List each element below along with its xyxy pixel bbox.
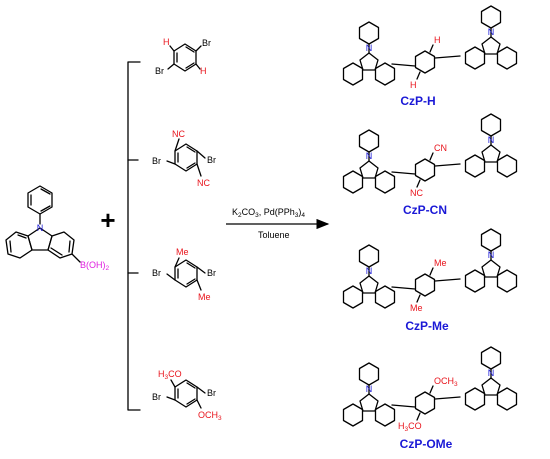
product-sub-top: H (434, 35, 441, 45)
boronic-acid-subscript: 2 (106, 265, 110, 272)
dibromide-cn-sub1: NC (172, 129, 185, 139)
conditions-solvent: Toluene (258, 230, 290, 240)
dibromide-ome-sub1-tail: CO (168, 369, 182, 379)
dibromide-h-br2: Br (155, 66, 164, 76)
reactant-carbazole-boronic-acid: N B(OH)2 (5, 185, 110, 272)
product-name-czp-ome: CzP-OMe (400, 437, 453, 451)
product-czp-h: N N H H (342, 5, 518, 90)
product-sub-bottom: Me (410, 303, 423, 313)
reactant-nitrogen-label: N (37, 223, 44, 233)
dibromide-ome-sub2-sub: 3 (218, 415, 222, 422)
product-czp-cn: N N CN NC (342, 113, 518, 198)
dibromide-h: H Br Br H (155, 37, 211, 76)
product-nitrogen-right: N (488, 27, 495, 37)
conditions-line1: K2CO3, Pd(PPh3)4 (232, 207, 305, 219)
svg-text:H3CO: H3CO (158, 369, 182, 381)
product-name-czp-cn: CzP-CN (403, 203, 447, 217)
product-sub-top: OCH3 (434, 376, 458, 388)
dibromide-me: Me Br Br Me (152, 247, 216, 302)
dibromide-ome-sub1-main: H (158, 369, 165, 379)
dibromide-h-sub2: H (200, 66, 207, 76)
dibromide-ome-sub2-main: OCH (198, 410, 218, 420)
dibromide-ome-br2: Br (207, 388, 216, 398)
plus-sign: + (100, 205, 115, 235)
svg-text:B(OH)2: B(OH)2 (80, 260, 110, 272)
product-nitrogen-left: N (366, 43, 373, 53)
dibromide-cn-sub2: NC (197, 178, 210, 188)
dibromide-ome: H3CO Br Br OCH3 (152, 369, 222, 422)
product-name-czp-me: CzP-Me (405, 319, 449, 333)
product-name-czp-h: CzP-H (400, 94, 435, 108)
reagent-bracket (127, 61, 141, 411)
product-sub-top: Me (434, 258, 447, 268)
svg-text:OCH3: OCH3 (198, 410, 222, 422)
product-sub-top: CN (434, 143, 447, 153)
dibromide-ome-sub1-sub: 3 (165, 374, 169, 381)
dibromide-me-br2: Br (207, 268, 216, 278)
dibromide-cn-br1: Br (152, 156, 161, 166)
dibromide-cn: NC Br Br NC (152, 129, 216, 188)
product-nitrogen-left: N (366, 266, 373, 276)
dibromide-me-br1: Br (152, 268, 161, 278)
product-sub-bottom: NC (410, 188, 423, 198)
product-sub-bottom: H (410, 80, 417, 90)
product-nitrogen-right: N (488, 250, 495, 260)
product-nitrogen-right: N (488, 368, 495, 378)
boronic-acid-label: B(OH) (80, 260, 106, 270)
dibromide-me-sub2: Me (198, 292, 211, 302)
dibromide-me-sub1: Me (176, 247, 189, 257)
product-sub-bottom: H3CO (398, 421, 422, 433)
dibromide-cn-br2: Br (207, 155, 216, 165)
dibromide-h-br1: Br (202, 38, 211, 48)
product-nitrogen-right: N (488, 135, 495, 145)
dibromide-h-sub1: H (163, 37, 170, 47)
dibromide-ome-br1: Br (152, 392, 161, 402)
product-nitrogen-left: N (366, 384, 373, 394)
product-nitrogen-left: N (366, 151, 373, 161)
